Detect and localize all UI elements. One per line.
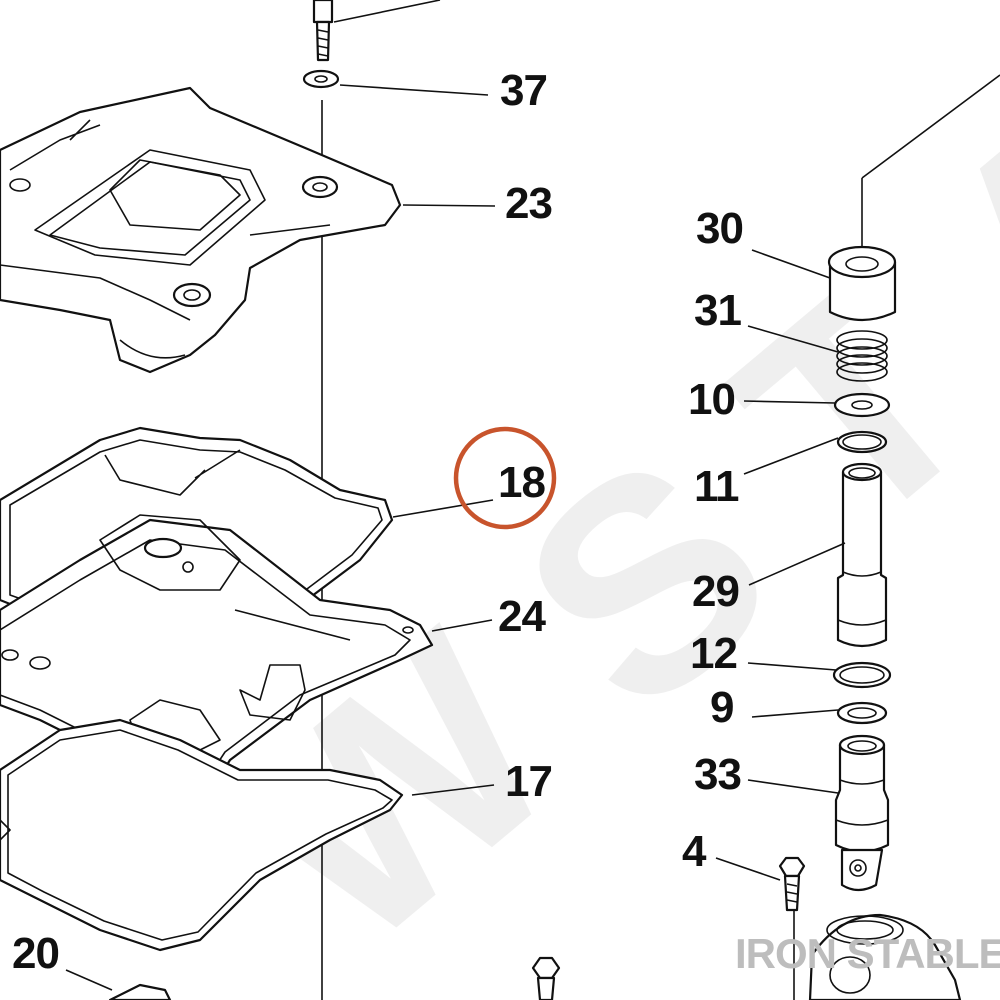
leader-lines: [65, 0, 846, 991]
part-20-pushrod: [108, 983, 172, 1000]
callout-31: 31: [694, 286, 741, 335]
spring-31: [836, 330, 888, 382]
clip-9: [836, 701, 888, 725]
bolt-4: [778, 856, 806, 912]
brand-watermark: IRON STABLE: [735, 930, 1000, 977]
callouts: 37 23 30 31 10 18 11 29 24 12 9 33 17 4 …: [12, 66, 744, 978]
callout-4: 4: [682, 827, 707, 876]
callout-20: 20: [12, 929, 59, 978]
callout-37: 37: [500, 66, 547, 115]
tube-29: [836, 462, 888, 648]
gasket-17: [0, 718, 404, 952]
o-ring-11: [836, 430, 888, 454]
pushrod-line: [861, 74, 1000, 179]
callout-23: 23: [505, 179, 552, 228]
washer-37: [302, 69, 340, 89]
callout-30: 30: [696, 204, 743, 253]
bottom-bolt: [531, 956, 561, 1000]
callout-11: 11: [694, 462, 739, 511]
callout-18: 18: [498, 458, 545, 507]
rocker-cover-23: [0, 86, 402, 374]
cap-30: [827, 245, 897, 322]
callout-33: 33: [694, 750, 741, 799]
lifter-33: [834, 734, 890, 892]
callout-17: 17: [505, 757, 552, 806]
highlight-circle: [453, 426, 557, 530]
callout-9: 9: [710, 683, 733, 732]
callout-12: 12: [690, 629, 737, 678]
top-bolt: [312, 0, 334, 62]
washer-10: [833, 392, 891, 418]
lifter-block: [793, 910, 962, 1000]
o-ring-12: [832, 661, 892, 689]
callout-24: 24: [498, 592, 546, 641]
callout-10: 10: [688, 375, 735, 424]
callout-29: 29: [692, 567, 739, 616]
